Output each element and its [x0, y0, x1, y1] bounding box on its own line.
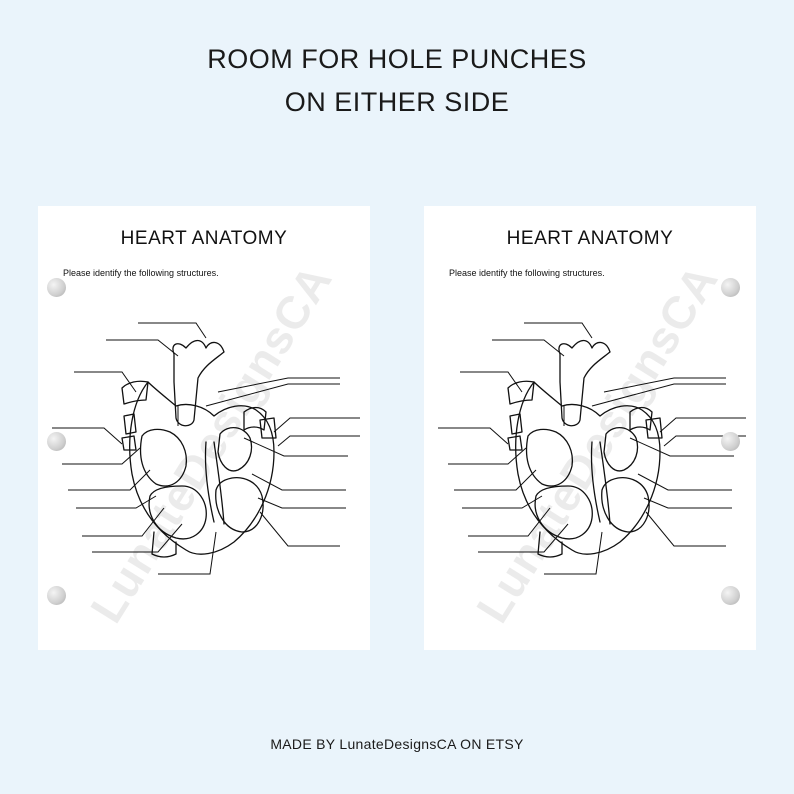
left-atrium: [603, 427, 639, 472]
right-ventricle: [534, 485, 593, 540]
hole-punch-left-middle: [47, 432, 66, 451]
headline: ROOM FOR HOLE PUNCHES ON EITHER SIDE: [0, 38, 794, 124]
right-atrium: [525, 428, 574, 487]
hole-punch-right-middle: [721, 432, 740, 451]
aortic-arch: [172, 339, 225, 427]
left-ventricle: [215, 476, 264, 533]
left-ventricle: [601, 476, 650, 533]
heart-outline: [129, 381, 275, 555]
inferior-vena-cava: [537, 531, 563, 558]
worksheet-instruction: Please identify the following structures…: [63, 268, 219, 278]
headline-line-1: ROOM FOR HOLE PUNCHES: [207, 44, 587, 74]
septum: [204, 441, 225, 525]
worksheet-page-left: HEART ANATOMY Please identify the follow…: [38, 206, 370, 650]
right-atrium: [139, 428, 188, 487]
hole-punch-right-bottom: [721, 586, 740, 605]
pulmonary-vein-left: [121, 413, 137, 451]
label-lines: [438, 322, 746, 575]
aortic-arch: [558, 339, 611, 427]
hole-punch-left-bottom: [47, 586, 66, 605]
left-atrium: [217, 427, 253, 472]
label-lines: [52, 322, 360, 575]
right-ventricle: [148, 485, 207, 540]
worksheet-instruction: Please identify the following structures…: [449, 268, 605, 278]
superior-vena-cava: [507, 380, 535, 405]
headline-line-2: ON EITHER SIDE: [284, 87, 510, 117]
worksheet-title: HEART ANATOMY: [506, 228, 674, 249]
inferior-vena-cava: [151, 531, 177, 558]
hole-punch-left-top: [47, 278, 66, 297]
septum: [590, 441, 611, 525]
worksheet-page-right: HEART ANATOMY Please identify the follow…: [424, 206, 756, 650]
pulmonary-vein-left: [507, 413, 523, 451]
superior-vena-cava: [121, 380, 149, 405]
heart-diagram: [438, 322, 746, 575]
hole-punch-right-top: [721, 278, 740, 297]
heart-outline: [515, 381, 661, 555]
heart-diagram: [52, 322, 360, 575]
footer-credit: MADE BY LunateDesignsCA ON ETSY: [270, 736, 524, 752]
worksheet-title: HEART ANATOMY: [120, 228, 288, 249]
